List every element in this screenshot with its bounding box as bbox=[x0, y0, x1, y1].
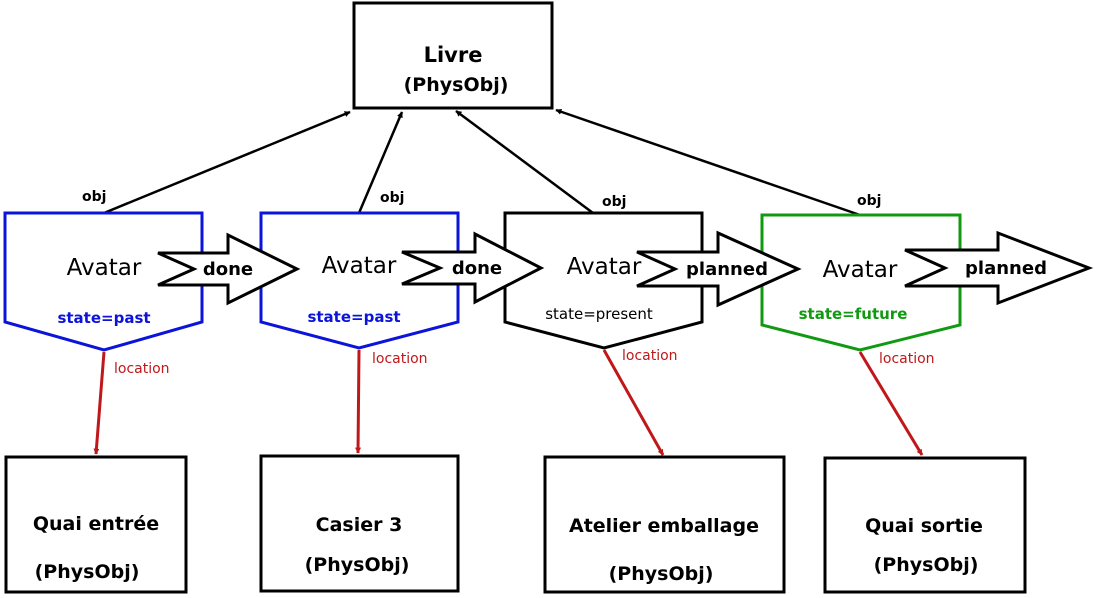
transition-label-1: done bbox=[203, 259, 253, 280]
avatar-state-3: state=present bbox=[545, 305, 653, 323]
livre-type: (PhysObj) bbox=[404, 74, 509, 96]
location-title-2: Casier 3 bbox=[316, 514, 403, 536]
transition-label-4: planned bbox=[965, 258, 1047, 279]
avatar-shape-1 bbox=[3, 211, 204, 352]
location-type-4: (PhysObj) bbox=[874, 554, 979, 576]
avatar-past-2: Avatar state=past bbox=[259, 211, 460, 350]
location-label-2: location bbox=[372, 351, 428, 367]
location-box-4: Quai sortie (PhysObj) bbox=[823, 456, 1027, 594]
location-type-1: (PhysObj) bbox=[35, 561, 140, 583]
location-type-3: (PhysObj) bbox=[609, 563, 714, 585]
obj-label-3: obj bbox=[602, 194, 626, 210]
avatar-state-1: state=past bbox=[57, 309, 150, 327]
transition-label-2: done bbox=[452, 258, 502, 279]
obj-label-1: obj bbox=[82, 189, 106, 205]
avatar-state-4: state=future bbox=[799, 305, 908, 323]
transition-label-3: planned bbox=[686, 259, 768, 280]
obj-arrow-2 bbox=[357, 111, 404, 214]
location-box-3: Atelier emballage (PhysObj) bbox=[543, 455, 786, 594]
obj-arrow-3 bbox=[455, 109, 594, 215]
location-arrows bbox=[93, 349, 924, 456]
livre-title: Livre bbox=[424, 43, 483, 67]
avatar-label-3: Avatar bbox=[567, 254, 642, 280]
obj-arrow-4 bbox=[555, 108, 861, 217]
location-label-3: location bbox=[622, 348, 678, 364]
obj-arrow-1 bbox=[103, 110, 351, 215]
location-title-3: Atelier emballage bbox=[569, 515, 759, 537]
location-title-1: Quai entrée bbox=[33, 513, 159, 535]
avatar-past-1: Avatar state=past bbox=[3, 211, 204, 352]
avatar-present: Avatar state=present bbox=[503, 211, 704, 350]
avatar-label-2: Avatar bbox=[322, 253, 397, 279]
location-arrow-1 bbox=[93, 351, 106, 455]
transition-arrow-4: planned bbox=[904, 230, 1094, 306]
avatar-state-2: state=past bbox=[307, 308, 400, 326]
location-label-4: location bbox=[879, 351, 935, 367]
transition-arrow-2: done bbox=[401, 231, 545, 305]
location-arrow-4 bbox=[858, 351, 924, 456]
location-label-1: location bbox=[114, 361, 170, 377]
location-type-2: (PhysObj) bbox=[305, 554, 410, 576]
obj-arrows bbox=[103, 108, 861, 217]
obj-label-2: obj bbox=[380, 190, 404, 206]
avatar-shape-3 bbox=[503, 211, 704, 350]
transition-arrow-1: done bbox=[157, 232, 301, 306]
location-arrow-2 bbox=[355, 349, 362, 454]
location-box-1: Quai entrée (PhysObj) bbox=[4, 455, 188, 594]
location-box-2: Casier 3 (PhysObj) bbox=[259, 454, 460, 593]
livre-object-box: Livre (PhysObj) bbox=[352, 1, 554, 110]
location-arrow-3 bbox=[602, 349, 665, 456]
transition-arrow-3: planned bbox=[636, 230, 802, 308]
location-title-4: Quai sortie bbox=[865, 515, 983, 537]
obj-label-4: obj bbox=[857, 193, 881, 209]
avatar-label-4: Avatar bbox=[823, 257, 898, 283]
avatar-shape-2 bbox=[259, 211, 460, 350]
avatar-label-1: Avatar bbox=[67, 255, 142, 281]
